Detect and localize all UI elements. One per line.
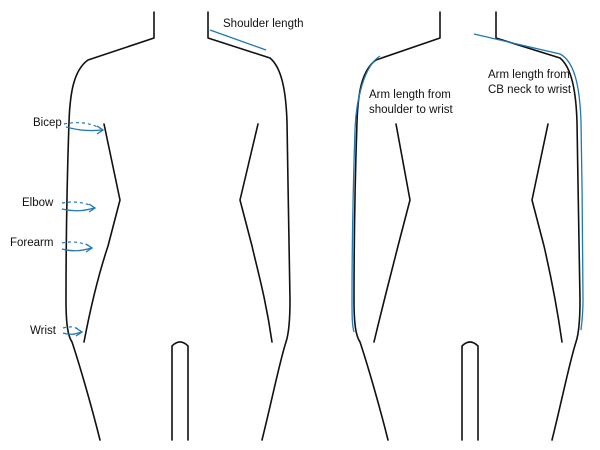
back-left-armpit-notch	[373, 123, 411, 343]
bicep-arc-dashed	[63, 122, 101, 129]
back-right-armpit-notch	[531, 123, 563, 343]
front-body-left-outline	[65, 11, 155, 441]
arm-length-shoulder-line	[351, 55, 381, 333]
wrist-arrow-icon	[75, 327, 84, 337]
wrist-label: Wrist	[30, 325, 57, 337]
forearm-arc	[61, 247, 92, 252]
front-body-right-outline	[207, 11, 291, 441]
back-crotch-outline	[461, 341, 479, 441]
elbow-arc-dashed	[61, 201, 93, 207]
arm-cb-label-line2: CB neck to wrist	[488, 84, 572, 96]
forearm-label: Forearm	[10, 237, 53, 249]
forearm-measure	[61, 241, 94, 253]
shoulder-length-label: Shoulder length	[223, 18, 304, 30]
front-right-armpit-notch	[239, 123, 273, 343]
bicep-label: Bicep	[33, 117, 62, 129]
bicep-arc	[65, 126, 103, 132]
arm-shoulder-label-line1: Arm length from	[369, 89, 451, 101]
wrist-measure	[62, 326, 84, 337]
front-figure	[65, 11, 291, 441]
bicep-arrow-icon	[96, 125, 105, 135]
back-figure	[353, 11, 581, 441]
back-body-right-outline	[495, 11, 581, 441]
arm-cb-label-line1: Arm length from	[488, 69, 570, 81]
wrist-arc	[62, 331, 82, 335]
front-crotch-outline	[171, 341, 189, 441]
back-body-left-outline	[353, 11, 441, 441]
arm-length-cb-line	[473, 33, 584, 331]
elbow-label: Elbow	[22, 197, 54, 209]
shoulder-length-line	[209, 29, 267, 51]
forearm-arrow-icon	[85, 243, 94, 253]
elbow-arc	[61, 207, 95, 212]
elbow-arrow-icon	[88, 203, 97, 213]
arm-shoulder-label-line2: shoulder to wrist	[369, 104, 454, 116]
wrist-arc-dashed	[62, 326, 81, 331]
bicep-measure	[63, 122, 105, 135]
elbow-measure	[61, 201, 97, 213]
front-left-armpit-notch	[83, 123, 121, 343]
